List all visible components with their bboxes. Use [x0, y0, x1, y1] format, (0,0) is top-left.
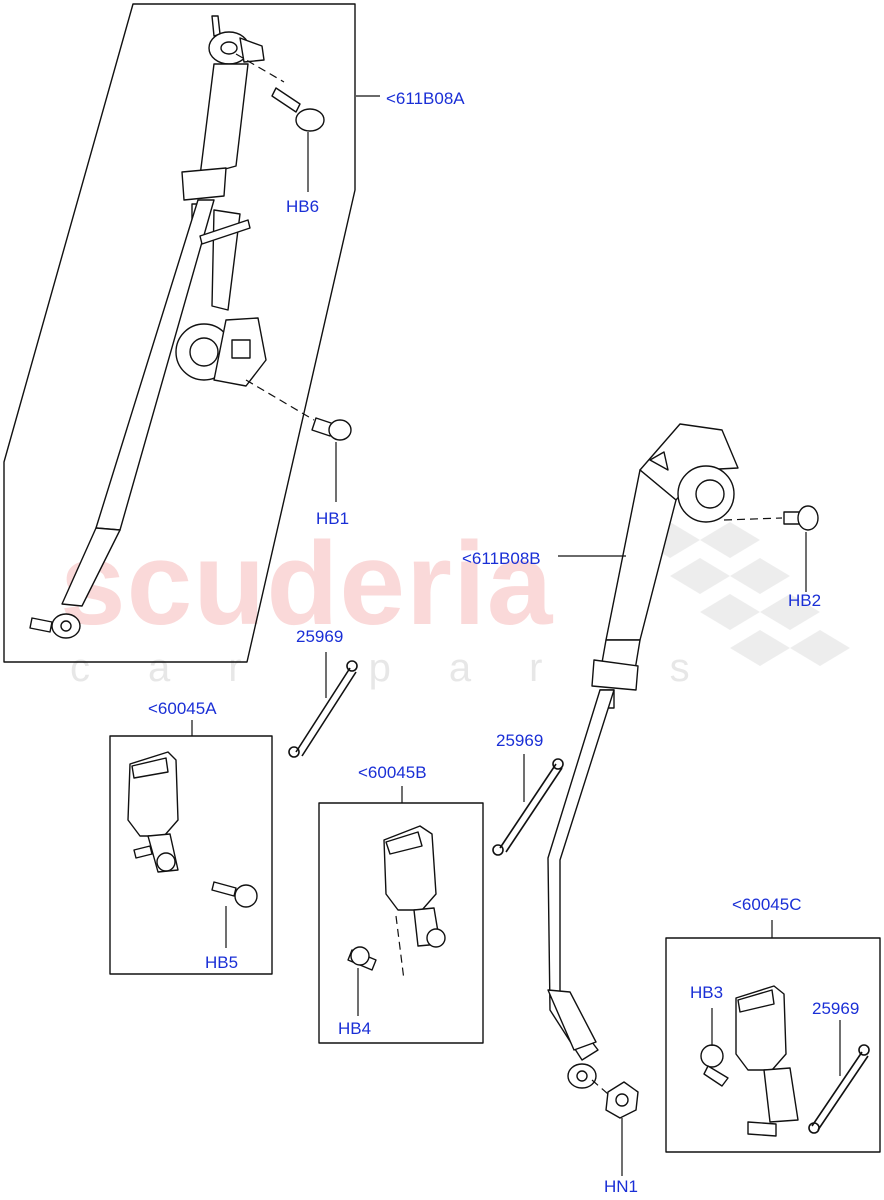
callout-ref-611b08a[interactable]: <611B08A — [386, 89, 465, 108]
callout-hb2[interactable]: HB2 — [788, 591, 822, 610]
callout-hb6[interactable]: HB6 — [286, 197, 320, 216]
callout-clip-1[interactable]: 25969 — [296, 627, 344, 646]
group-outline-buckle-a — [109, 735, 273, 975]
watermark-brand: scuderia — [60, 518, 554, 650]
clips — [288, 660, 870, 1134]
dashed-lines-buckle-b — [395, 915, 405, 981]
leader-lines-buckle-c — [711, 920, 773, 1046]
leader-lines-a — [307, 95, 380, 502]
callout-ref-611b08b[interactable]: <611B08B — [462, 549, 541, 568]
rear-belt-assembly — [547, 423, 819, 1119]
group-outline-buckle-c — [665, 937, 881, 1153]
dashed-lines-b — [591, 517, 783, 1095]
dashed-lines-a — [235, 53, 315, 421]
callout-hb1[interactable]: HB1 — [316, 509, 350, 528]
callout-hn1[interactable]: HN1 — [604, 1177, 639, 1196]
checkered-flag-watermark — [640, 522, 850, 666]
leader-lines-b — [558, 532, 807, 1176]
group-outline-a — [3, 3, 356, 663]
callout-clip-3[interactable]: 25969 — [812, 999, 860, 1018]
callout-ref-60045a[interactable]: <60045A — [148, 699, 217, 718]
buckle-group-c — [665, 937, 881, 1153]
callout-ref-60045c[interactable]: <60045C — [732, 895, 802, 914]
buckle-group-a — [109, 735, 273, 975]
group-outline-buckle-b — [318, 802, 484, 1044]
leader-lines-clips — [325, 652, 841, 1076]
front-belt-assembly — [3, 3, 356, 663]
callout-hb3[interactable]: HB3 — [690, 983, 724, 1002]
callout-ref-60045b[interactable]: <60045B — [358, 763, 427, 782]
leader-lines-buckle-b — [357, 786, 403, 1016]
buckle-group-b — [318, 802, 484, 1044]
callout-hb4[interactable]: HB4 — [338, 1019, 372, 1038]
watermark-tagline: car parts — [70, 646, 748, 690]
callout-clip-2[interactable]: 25969 — [496, 731, 544, 750]
leader-lines-buckle-a — [191, 720, 227, 948]
callout-hb5[interactable]: HB5 — [205, 953, 239, 972]
